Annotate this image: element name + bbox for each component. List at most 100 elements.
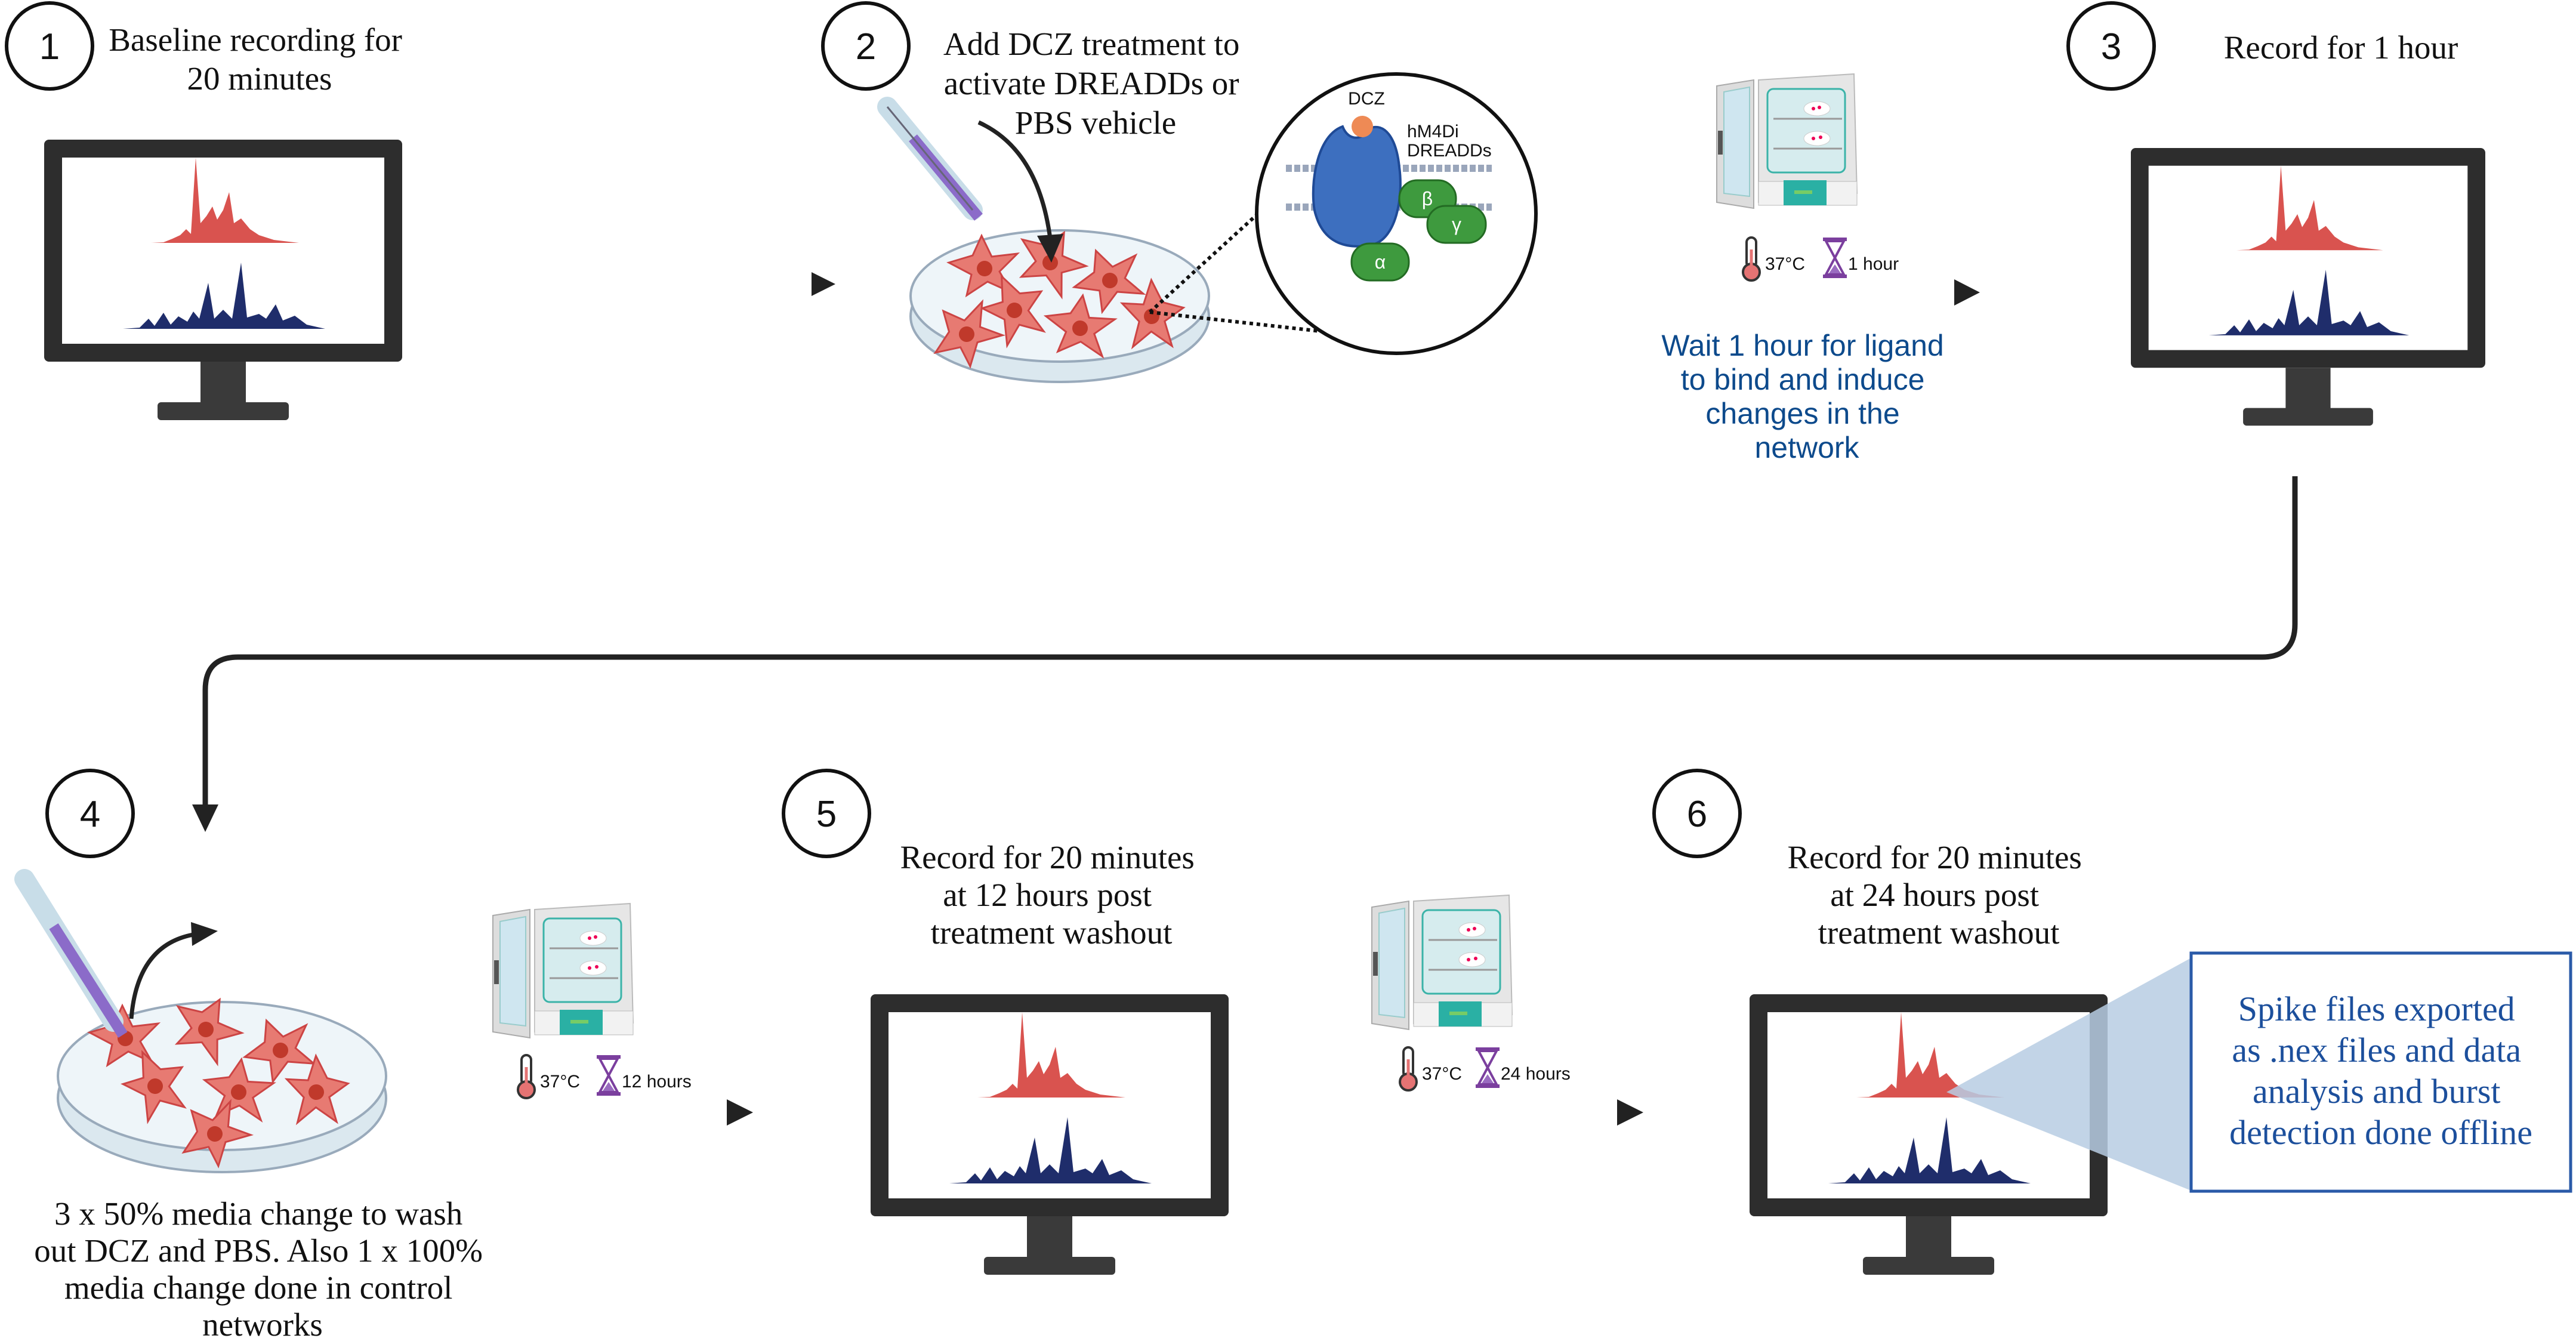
arrow-head-icon [727, 1099, 753, 1126]
ligand-label: DCZ [1348, 89, 1385, 109]
petri-dish-with-cells [57, 982, 387, 1179]
step-title-line: Baseline recording for [109, 21, 402, 58]
hourglass-icon [1822, 236, 1848, 279]
flow-connector [202, 476, 2298, 806]
step-title-line: Record for 20 minutes [1787, 839, 2081, 875]
step-number: 3 [2101, 26, 2121, 67]
step-title-line: treatment washout [931, 914, 1173, 951]
pipette-icon [877, 97, 983, 221]
wait-note-line: network [1754, 431, 1859, 464]
incubation-2: 37°C 12 hours [443, 902, 753, 1126]
arrow-head-icon [1037, 234, 1063, 263]
receptor-label-line: hM4Di [1407, 122, 1459, 141]
recording-monitor [44, 140, 402, 420]
receptor-inset: DCZ hM4Di DREADDs β γ α [1255, 72, 1538, 355]
step-number: 2 [856, 26, 876, 67]
callout-pointer [1946, 958, 2191, 1191]
step-number: 6 [1687, 794, 1707, 835]
wait-note-line: changes in the [1705, 397, 1899, 430]
step-description-line: networks [202, 1306, 323, 1341]
dreadd-receptor-shape [1312, 125, 1402, 248]
step-3: 3 Record for 1 hour [2066, 1, 2485, 426]
step-2: 2 Add DCZ treatment to activate DREADDs … [821, 1, 1538, 383]
step-title-line: at 24 hours post [1830, 877, 2039, 913]
arrow-head-icon [812, 272, 835, 296]
arrow-head-icon [1617, 1099, 1643, 1126]
gamma-subunit [1426, 205, 1487, 244]
hourglass-icon [1474, 1046, 1501, 1089]
incubation-3: 37°C 24 hours [1331, 894, 1643, 1126]
step-title-line: treatment washout [1818, 914, 2060, 951]
wait-note-line: to bind and induce [1681, 363, 1925, 396]
alpha-subunit [1350, 242, 1410, 282]
step-number-badge [5, 1, 94, 91]
step-title-line: activate DREADDs or [944, 65, 1239, 101]
callout-text: Spike files exported as .nex files and d… [2229, 989, 2532, 1152]
arrow-head-icon [191, 922, 218, 946]
curved-arrow [977, 120, 1053, 239]
thermometer-icon [1743, 238, 1760, 280]
incubation-temperature: 37°C [1765, 254, 1805, 274]
incubation-temperature: 37°C [1422, 1064, 1462, 1084]
step-number-badge [782, 769, 871, 858]
incubation-duration: 1 hour [1848, 254, 1899, 274]
step-title: Record for 20 minutes at 24 hours post t… [1787, 839, 2090, 951]
thermometer-icon [1400, 1047, 1417, 1090]
callout-line: analysis and burst [2253, 1072, 2501, 1111]
incubator-icon [1716, 73, 1858, 209]
curved-arrow [129, 932, 198, 1019]
recording-monitor [2131, 148, 2485, 426]
step-number-badge [821, 1, 911, 91]
petri-dish-with-cells [909, 215, 1210, 383]
step-title-line: Add DCZ treatment to [943, 26, 1239, 62]
step-5: 5 Record for 20 minutes at 12 hours post… [782, 769, 1229, 1275]
step-description-line: media change done in control [64, 1269, 453, 1306]
incubation-duration: 24 hours [1501, 1064, 1571, 1084]
step-6: 6 Record for 20 minutes at 24 hours post… [1652, 769, 2108, 1275]
step-title: Add DCZ treatment to activate DREADDs or… [943, 26, 1248, 141]
callout-line: detection done offline [2229, 1113, 2532, 1152]
alpha-label: α [1375, 251, 1386, 273]
incubation-duration: 12 hours [622, 1072, 692, 1092]
step-title-line: at 12 hours post [943, 877, 1152, 913]
step-number-badge [45, 769, 135, 858]
step-description-line: 3 x 50% media change to wash [54, 1195, 462, 1232]
wait-note: Wait 1 hour for ligand to bind and induc… [1661, 329, 1952, 464]
gamma-label: γ [1452, 214, 1461, 235]
zoom-connector-line [1149, 310, 1412, 343]
incubation-1: 37°C 1 hour Wait 1 hour for ligand to bi… [1632, 73, 1980, 464]
receptor-label: hM4Di DREADDs [1407, 122, 1492, 161]
step-number-badge [1652, 769, 1742, 858]
step-title: Record for 1 hour [2224, 29, 2458, 66]
step-title-line: Record for 20 minutes [900, 839, 1194, 875]
callout-line: as .nex files and data [2232, 1031, 2521, 1069]
dcz-ligand-icon [1352, 116, 1373, 137]
incubation-temperature: 37°C [540, 1072, 580, 1092]
step-title: Baseline recording for 20 minutes [109, 21, 411, 97]
step-1: 1 Baseline recording for 20 minutes [5, 1, 411, 420]
arrow-head-icon [192, 804, 218, 832]
step-title-line: 20 minutes [187, 60, 332, 97]
pipette-icon [14, 869, 128, 1038]
incubator-icon [492, 902, 634, 1039]
incubator-icon [1371, 894, 1513, 1031]
callout-line: Spike files exported [2238, 989, 2515, 1028]
step-title: Record for 20 minutes at 12 hours post t… [900, 839, 1202, 951]
analysis-callout: Spike files exported as .nex files and d… [1946, 951, 2572, 1193]
step-number: 5 [816, 794, 837, 835]
receptor-label-line: DREADDs [1407, 141, 1492, 161]
step-description: 3 x 50% media change to wash out DCZ and… [34, 1195, 491, 1341]
wait-note-line: Wait 1 hour for ligand [1661, 329, 1943, 362]
step-description-line: out DCZ and PBS. Also 1 x 100% [34, 1232, 483, 1269]
zoom-connector-line [1148, 189, 1285, 314]
callout-box [2189, 951, 2572, 1193]
step-number: 1 [39, 26, 60, 67]
arrow-head-icon [1954, 279, 1980, 306]
beta-label: β [1422, 188, 1433, 209]
thermometer-icon [518, 1055, 535, 1098]
step-4: 4 3 x 50% media change to wash out DCZ a… [14, 769, 491, 1341]
step-title-line: PBS vehicle [1015, 104, 1176, 141]
step-number-badge [2066, 1, 2156, 91]
hourglass-icon [596, 1054, 622, 1097]
